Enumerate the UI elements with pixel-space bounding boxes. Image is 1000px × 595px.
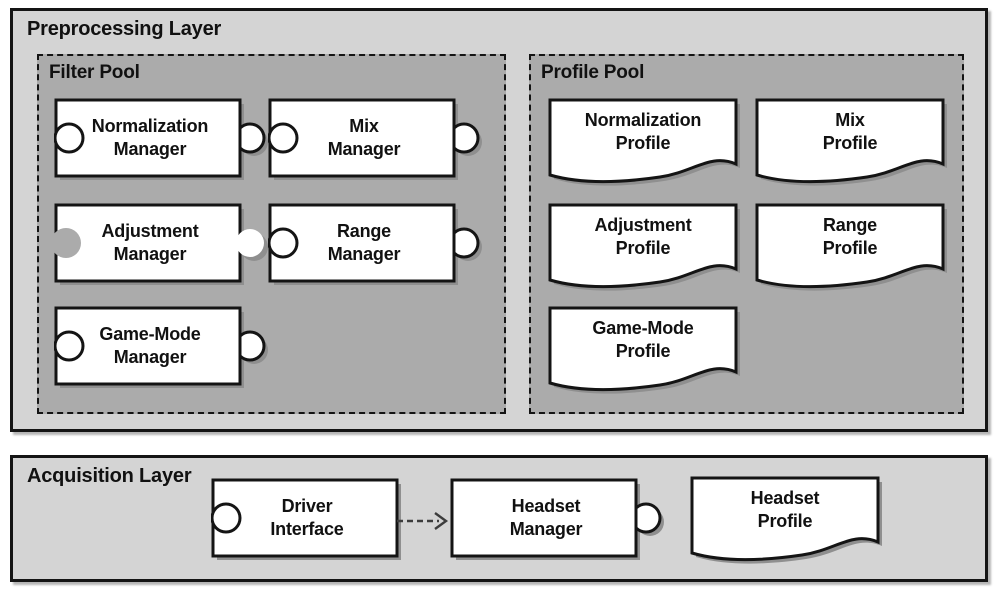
component-range-manager: Range Manager (268, 203, 486, 291)
component-label: Headset Manager (509, 495, 583, 539)
component-label: Range Manager (327, 220, 401, 264)
artifact-label: Normalization Profile (584, 109, 702, 153)
artifact-game-mode-profile: Game-Mode Profile (548, 306, 744, 402)
artifact-label: Headset Profile (750, 487, 820, 531)
artifact-label: Mix Profile (822, 109, 878, 153)
artifact-mix-profile: Mix Profile (755, 98, 951, 194)
artifact-adjustment-profile: Adjustment Profile (548, 203, 744, 299)
component-mix-manager: Mix Manager (268, 98, 486, 186)
artifact-headset-profile: Headset Profile (690, 476, 886, 572)
acquisition-layer-title: Acquisition Layer (27, 465, 192, 487)
profile-pool-title: Profile Pool (541, 62, 645, 83)
filter-pool-title: Filter Pool (49, 62, 140, 83)
component-driver-interface: Driver Interface (211, 478, 429, 566)
component-game-mode-manager: Game-Mode Manager (54, 306, 272, 394)
artifact-label: Range Profile (822, 214, 878, 258)
component-headset-manager: Headset Manager (450, 478, 668, 566)
component-label: Mix Manager (327, 115, 401, 159)
component-normalization-manager: Normalization Manager (54, 98, 272, 186)
artifact-range-profile: Range Profile (755, 203, 951, 299)
artifact-label: Game-Mode Profile (592, 317, 694, 361)
artifact-label: Adjustment Profile (594, 214, 692, 258)
dashed-arrow-icon (396, 508, 452, 534)
component-adjustment-manager: Adjustment Manager (54, 203, 272, 291)
component-label: Normalization Manager (91, 115, 209, 159)
artifact-normalization-profile: Normalization Profile (548, 98, 744, 194)
component-label: Adjustment Manager (101, 220, 199, 264)
component-label: Driver Interface (270, 495, 344, 539)
component-label: Game-Mode Manager (99, 323, 201, 367)
preprocessing-layer-title: Preprocessing Layer (27, 18, 222, 40)
